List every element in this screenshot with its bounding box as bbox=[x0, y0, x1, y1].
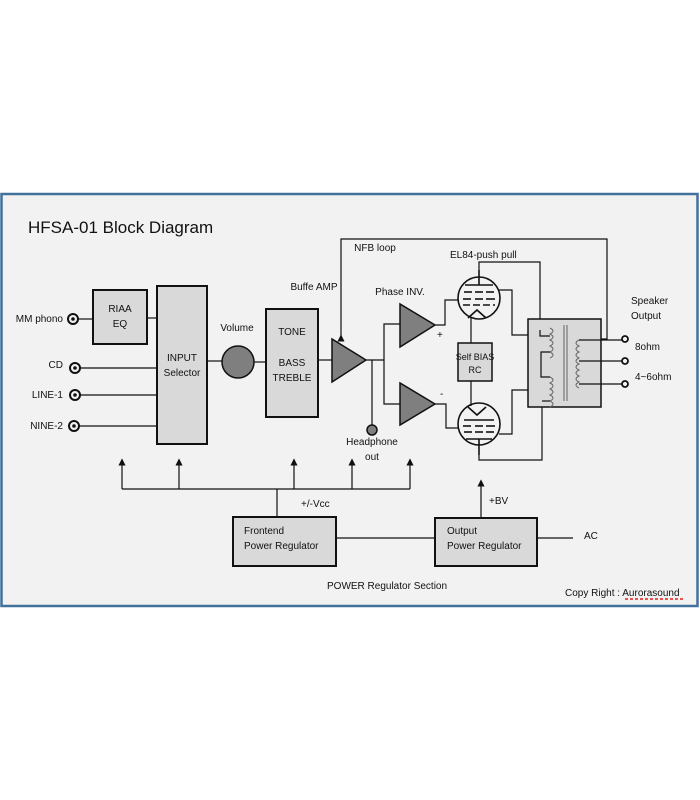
input-label: LINE-1 bbox=[32, 390, 64, 401]
svg-text:out: out bbox=[365, 452, 379, 463]
input-label: NINE-2 bbox=[30, 421, 63, 432]
svg-text:Selector: Selector bbox=[164, 368, 201, 379]
nfb-loop-label: NFB loop bbox=[354, 243, 396, 254]
ohm8-label: 8ohm bbox=[635, 342, 660, 353]
svg-text:Output: Output bbox=[447, 526, 477, 537]
copyright-label: Copy Right : Aurorasound bbox=[565, 588, 680, 599]
svg-text:Frontend: Frontend bbox=[244, 526, 284, 537]
phase-inv-plus-icon bbox=[399, 302, 437, 349]
svg-text:+: + bbox=[437, 330, 443, 341]
el84-tube-bottom-icon bbox=[457, 402, 501, 455]
speaker-output-label: Speaker bbox=[631, 296, 669, 307]
speaker-terminal-icon bbox=[621, 357, 629, 365]
svg-text:RC: RC bbox=[469, 365, 482, 375]
el84-label: EL84-push pull bbox=[450, 250, 517, 261]
riaa-eq-block: RIAA EQ bbox=[92, 289, 148, 345]
output-power-regulator-block: Output Power Regulator bbox=[434, 517, 538, 567]
output-transformer bbox=[527, 318, 602, 408]
primary-coil-bottom-icon bbox=[548, 376, 554, 408]
el84-tube-top-icon bbox=[457, 270, 501, 320]
frontend-power-regulator-block: Frontend Power Regulator bbox=[232, 516, 337, 567]
svg-text:BASS: BASS bbox=[279, 358, 306, 369]
input-label: CD bbox=[49, 360, 63, 371]
tone-block: TONE BASS TREBLE bbox=[265, 308, 319, 418]
input-nine-2: NINE-2 bbox=[30, 420, 157, 432]
speaker-terminal-icon bbox=[621, 380, 629, 388]
ac-label: AC bbox=[584, 531, 598, 542]
phase-inv-minus-icon bbox=[399, 381, 437, 427]
buffer-amp-label: Buffe AMP bbox=[290, 282, 337, 293]
volume-knob-icon bbox=[221, 345, 255, 379]
ohm4-label: 4~6ohm bbox=[635, 372, 671, 383]
input-selector-block: INPUT Selector bbox=[156, 285, 208, 445]
svg-text:Self BIAS: Self BIAS bbox=[456, 352, 495, 362]
volume-control: Volume bbox=[220, 323, 255, 379]
svg-text:Power Regulator: Power Regulator bbox=[244, 541, 319, 552]
input-mm-phono: MM phono bbox=[16, 313, 93, 325]
svg-text:Volume: Volume bbox=[220, 323, 254, 334]
bv-label: +BV bbox=[489, 496, 509, 507]
input-cd: CD bbox=[49, 360, 157, 374]
primary-coil-top-icon bbox=[548, 327, 554, 359]
svg-text:RIAA: RIAA bbox=[108, 304, 132, 315]
buffer-amp-icon bbox=[331, 337, 368, 384]
svg-text:-: - bbox=[440, 389, 443, 400]
input-label: MM phono bbox=[16, 314, 64, 325]
secondary-coil-icon bbox=[575, 339, 581, 389]
speaker-terminal-icon bbox=[621, 335, 629, 343]
svg-text:TREBLE: TREBLE bbox=[273, 373, 312, 384]
vcc-label: +/-Vcc bbox=[301, 499, 330, 510]
svg-text:Headphone: Headphone bbox=[346, 437, 398, 448]
power-section-label: POWER Regulator Section bbox=[327, 581, 447, 592]
headphone-jack-icon bbox=[366, 424, 378, 436]
svg-text:TONE: TONE bbox=[278, 327, 306, 338]
svg-text:INPUT: INPUT bbox=[167, 353, 197, 364]
svg-text:Power Regulator: Power Regulator bbox=[447, 541, 522, 552]
svg-text:EQ: EQ bbox=[113, 319, 128, 330]
svg-text:Output: Output bbox=[631, 311, 661, 322]
self-bias-block: Self BIAS RC bbox=[456, 342, 495, 382]
diagram-title: HFSA-01 Block Diagram bbox=[28, 218, 213, 237]
phase-inv-label: Phase INV. bbox=[375, 287, 425, 298]
input-line-1: LINE-1 bbox=[32, 389, 157, 401]
